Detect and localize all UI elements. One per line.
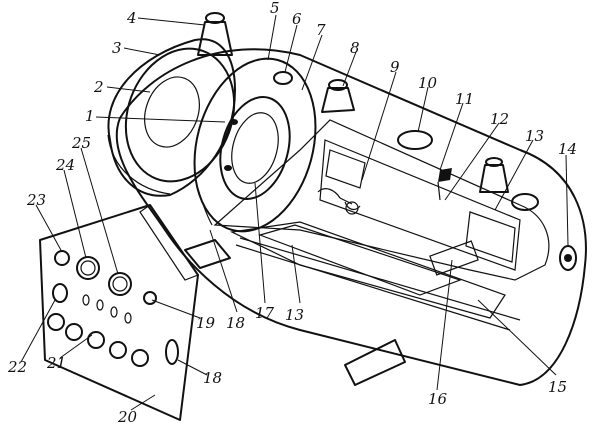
callout-18-lower: 18 bbox=[203, 369, 222, 387]
callout-7: 7 bbox=[316, 21, 326, 39]
callout-21: 21 bbox=[46, 354, 66, 372]
callout-13-bottom: 13 bbox=[285, 306, 304, 324]
callout-19: 19 bbox=[196, 314, 216, 332]
callout-9: 9 bbox=[390, 58, 400, 76]
callout-20: 20 bbox=[117, 408, 138, 426]
callout-10: 10 bbox=[418, 74, 438, 92]
hatch-door bbox=[107, 38, 236, 197]
callout-3: 3 bbox=[112, 39, 122, 57]
top-fittings bbox=[197, 12, 509, 193]
callout-5: 5 bbox=[270, 0, 280, 17]
callout-25: 25 bbox=[71, 134, 91, 152]
callout-24: 24 bbox=[55, 156, 75, 174]
bulkhead bbox=[193, 57, 317, 233]
callout-11: 11 bbox=[455, 90, 474, 108]
callout-17: 17 bbox=[255, 304, 275, 322]
callout-6: 6 bbox=[292, 10, 302, 28]
callout-8: 8 bbox=[350, 39, 360, 57]
callout-1: 1 bbox=[85, 107, 95, 125]
leader-lines bbox=[20, 14, 569, 411]
callout-16: 16 bbox=[428, 390, 448, 408]
control-console bbox=[39, 204, 199, 421]
callout-2: 2 bbox=[93, 78, 104, 96]
callout-13-top: 13 bbox=[525, 127, 544, 145]
callout-18-upper: 18 bbox=[226, 314, 245, 332]
callout-12: 12 bbox=[490, 110, 509, 128]
callout-4: 4 bbox=[126, 9, 137, 27]
chamber-body bbox=[115, 48, 587, 386]
callout-14: 14 bbox=[558, 140, 577, 158]
callout-22: 22 bbox=[7, 358, 27, 376]
support-feet bbox=[184, 239, 406, 386]
callout-23: 23 bbox=[26, 191, 46, 209]
callout-15: 15 bbox=[548, 378, 567, 396]
callout-labels: 1 2 3 4 5 6 7 8 9 10 11 12 13 13 14 15 1… bbox=[7, 0, 577, 426]
